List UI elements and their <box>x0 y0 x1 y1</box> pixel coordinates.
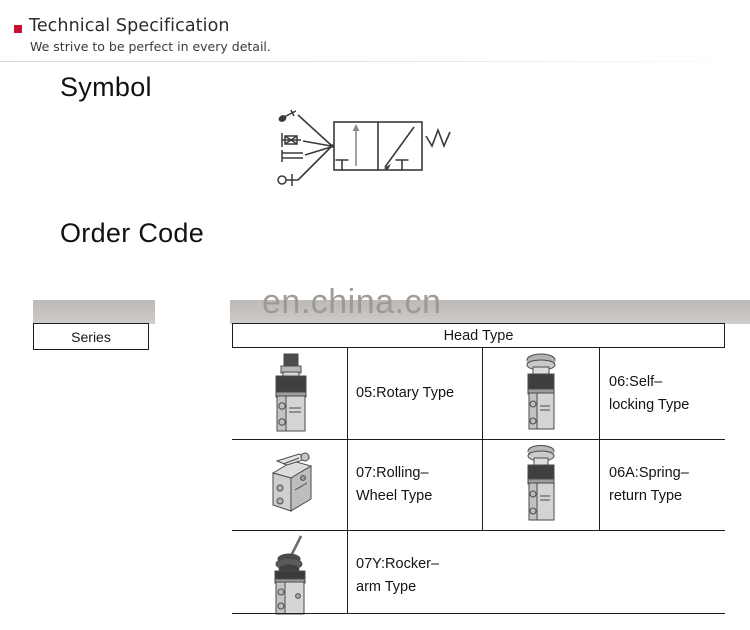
table-column-divider <box>599 348 600 530</box>
watermark-bar-right <box>230 300 750 324</box>
head-type-column-header: Head Type <box>232 323 725 348</box>
spring-return-type-valve-image <box>482 439 600 530</box>
head-type-label: 07Y:Rocker– arm Type <box>347 530 482 621</box>
table-cell-group-left: 07Y:Rocker– arm Type <box>232 530 482 621</box>
head-type-header-label: Head Type <box>443 327 514 344</box>
self-locking-type-valve-image <box>482 348 600 439</box>
head-type-label-line: locking Type <box>609 396 690 413</box>
head-type-table: 05:Rotary Type <box>232 348 725 614</box>
roller-actuator-icon <box>277 174 298 186</box>
lever-actuator-icon <box>281 133 301 147</box>
section-heading-symbol: Symbol <box>60 72 152 102</box>
head-type-label: 05:Rotary Type <box>347 348 482 439</box>
table-cell-group-left: 07:Rolling– Wheel Type <box>232 439 482 530</box>
table-bottom-border <box>232 613 725 614</box>
head-type-label-line: 07Y:Rocker– <box>356 555 440 572</box>
table-row: 07Y:Rocker– arm Type <box>232 530 725 621</box>
rocker-arm-type-valve-image <box>232 530 347 621</box>
table-row-divider <box>232 530 725 531</box>
head-type-label-line: arm Type <box>356 578 417 595</box>
head-type-label-line: 06:Self– <box>609 373 663 390</box>
rolling-wheel-type-valve-image <box>232 439 347 530</box>
head-type-label: 06:Self– locking Type <box>600 348 725 439</box>
header-divider <box>0 61 750 62</box>
table-cell-group-right-empty <box>482 530 725 621</box>
rotary-type-valve-image <box>232 348 347 439</box>
valve-symbol-svg <box>277 109 451 186</box>
watermark-text: en.china.cn <box>262 283 442 321</box>
bullet-square-icon <box>14 25 22 33</box>
head-type-label-line: 05:Rotary Type <box>356 385 455 401</box>
table-cell-group-right: 06A:Spring– return Type <box>482 439 725 530</box>
valve-symbol-diagram <box>272 100 482 200</box>
page-header: Technical Specification We strive to be … <box>0 0 750 62</box>
series-column-header: Series <box>33 323 149 350</box>
pedal-actuator-icon <box>281 150 303 162</box>
table-row-divider <box>232 439 725 440</box>
watermark-bar-left <box>33 300 155 324</box>
table-row: 07:Rolling– Wheel Type <box>232 439 725 530</box>
push-button-actuator-icon <box>278 109 297 122</box>
table-row: 05:Rotary Type <box>232 348 725 439</box>
head-type-label-line: 07:Rolling– <box>356 464 429 481</box>
table-cell-group-left: 05:Rotary Type <box>232 348 482 439</box>
section-heading-order-code: Order Code <box>60 218 205 248</box>
table-column-divider <box>347 348 348 613</box>
head-type-label: 06A:Spring– return Type <box>600 439 725 530</box>
page-title: Technical Specification <box>29 16 230 36</box>
table-column-divider <box>482 348 483 530</box>
head-type-label: 07:Rolling– Wheel Type <box>347 439 482 530</box>
head-type-label-line: Wheel Type <box>356 487 433 504</box>
table-cell-group-right: 06:Self– locking Type <box>482 348 725 439</box>
series-label: Series <box>71 328 111 345</box>
head-type-label-line: return Type <box>609 487 683 504</box>
head-type-label-line: 06A:Spring– <box>609 464 689 481</box>
page-subtitle: We strive to be perfect in every detail. <box>30 39 271 54</box>
